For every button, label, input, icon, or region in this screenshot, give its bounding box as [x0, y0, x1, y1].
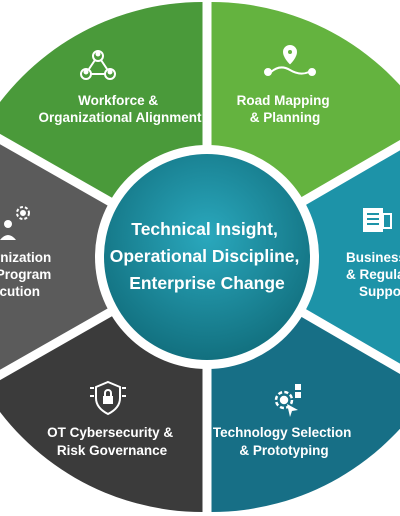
- segment-roadmap-label: Road Mapping & Planning: [237, 93, 334, 125]
- route-pin-icon: [264, 45, 316, 76]
- center-line-1: Technical Insight,: [131, 219, 278, 239]
- center-line-2: Operational Discipline,: [110, 246, 300, 266]
- gear-cursor-icon: [274, 384, 301, 417]
- document-icon: [363, 208, 392, 232]
- people-network-icon: [80, 50, 116, 80]
- segment-cyber-label: OT Cybersecurity & Risk Governance: [47, 425, 177, 458]
- segment-business-label: Business & Regula Suppo: [346, 250, 400, 299]
- center-circle: [104, 154, 310, 360]
- center-line-3: Enterprise Change: [129, 273, 285, 293]
- shield-lock-icon: [90, 380, 126, 416]
- segment-workforce-label: Workforce & Organizational Alignment: [38, 93, 202, 125]
- person-gear-icon: [0, 206, 30, 240]
- segment-modernization-label: ernization & Program ecution: [0, 250, 55, 299]
- center-text: Technical Insight, Operational Disciplin…: [110, 219, 305, 293]
- segment-technology-label: Technology Selection & Prototyping: [213, 425, 355, 458]
